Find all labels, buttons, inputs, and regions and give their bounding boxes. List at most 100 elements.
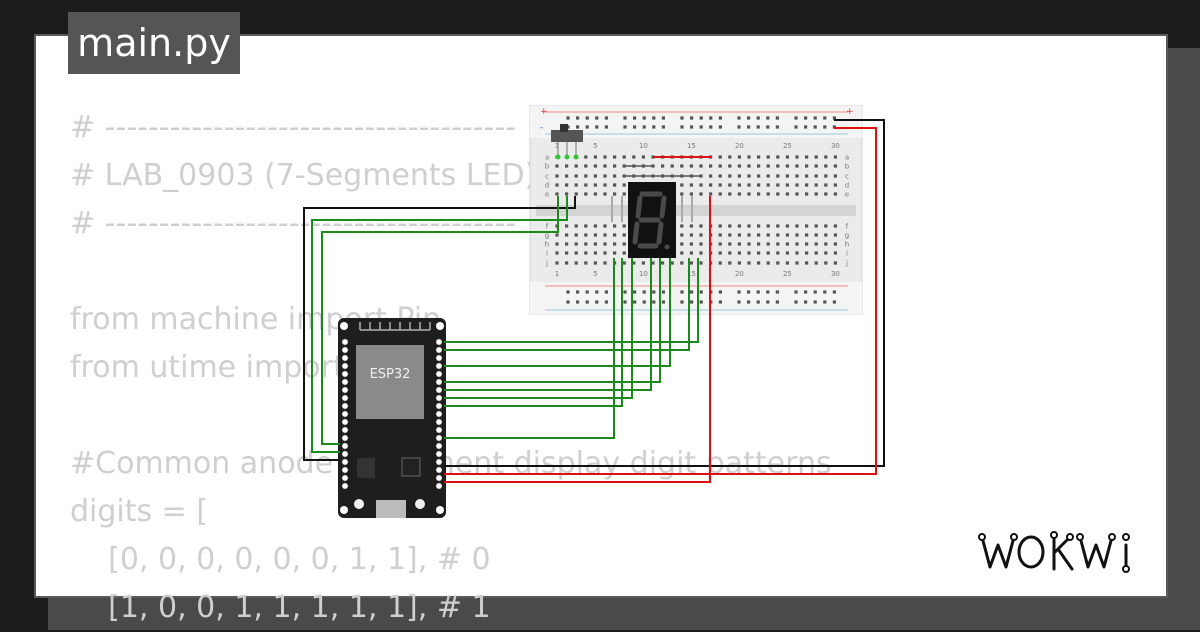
wire-green-seg-2[interactable] bbox=[444, 258, 690, 351]
gpio-pin[interactable] bbox=[435, 426, 443, 434]
esp32-board[interactable]: ESP32 bbox=[338, 318, 446, 518]
code-line: # -------------------------------------- bbox=[70, 206, 517, 241]
gpio-pin[interactable] bbox=[341, 474, 349, 482]
gpio-pin[interactable] bbox=[435, 474, 443, 482]
breadboard-holes bbox=[555, 116, 837, 304]
gpio-pin[interactable] bbox=[435, 402, 443, 410]
column-number: 30 bbox=[831, 270, 840, 278]
mount-hole bbox=[436, 506, 444, 514]
gpio-pin[interactable] bbox=[435, 418, 443, 426]
column-number: 20 bbox=[735, 142, 744, 150]
row-letter: a bbox=[545, 154, 549, 162]
breadboard-center-channel bbox=[536, 205, 856, 216]
column-number: 1 bbox=[555, 270, 559, 278]
column-number: 25 bbox=[783, 270, 792, 278]
code-line: # LAB_0903 (7-Segments LED) bbox=[70, 158, 537, 193]
antenna-trace bbox=[359, 322, 431, 331]
gpio-pin[interactable] bbox=[435, 450, 443, 458]
gpio-pin[interactable] bbox=[341, 458, 349, 466]
gpio-pin[interactable] bbox=[341, 386, 349, 394]
gpio-pin[interactable] bbox=[435, 338, 443, 346]
column-number: 15 bbox=[687, 270, 696, 278]
gpio-pin[interactable] bbox=[341, 378, 349, 386]
gpio-pin[interactable] bbox=[435, 362, 443, 370]
wire-black-gnd[interactable] bbox=[303, 196, 576, 461]
wire-green-seg-6[interactable] bbox=[444, 258, 633, 399]
row-letter: a bbox=[845, 154, 849, 162]
gpio-pin[interactable] bbox=[435, 434, 443, 442]
row-letter: b bbox=[845, 163, 850, 171]
gpio-pin[interactable] bbox=[341, 418, 349, 426]
wire-green-switch-b[interactable] bbox=[321, 196, 559, 445]
row-letter: h bbox=[545, 241, 549, 249]
wire-black-rail[interactable] bbox=[444, 119, 885, 467]
gpio-pin[interactable] bbox=[435, 346, 443, 354]
wire-green-seg-5[interactable] bbox=[444, 258, 652, 391]
code-line: # -------------------------------------- bbox=[70, 110, 517, 145]
gpio-pin[interactable] bbox=[341, 346, 349, 354]
gpio-pin[interactable] bbox=[435, 394, 443, 402]
gpio-pin[interactable] bbox=[435, 482, 443, 490]
code-line: [1, 0, 0, 1, 1, 1, 1, 1], # 1 bbox=[70, 590, 491, 625]
mount-hole bbox=[436, 322, 444, 330]
gpio-pin[interactable] bbox=[341, 434, 349, 442]
gpio-pin[interactable] bbox=[435, 354, 443, 362]
switch-lever[interactable] bbox=[560, 124, 568, 132]
gpio-pin[interactable] bbox=[341, 466, 349, 474]
mount-hole bbox=[340, 506, 348, 514]
column-number: 20 bbox=[735, 270, 744, 278]
row-letter: b bbox=[545, 163, 550, 171]
wire-green-seg-8[interactable] bbox=[444, 258, 615, 439]
gpio-pin[interactable] bbox=[341, 410, 349, 418]
wires bbox=[303, 119, 885, 483]
gpio-pin[interactable] bbox=[435, 370, 443, 378]
column-number: 5 bbox=[593, 142, 597, 150]
wire-red-common[interactable] bbox=[444, 196, 711, 483]
gpio-pin[interactable] bbox=[341, 426, 349, 434]
column-number: 30 bbox=[831, 142, 840, 150]
rail-minus-label: - bbox=[540, 123, 543, 133]
column-number: 1 bbox=[555, 142, 559, 150]
slide-switch[interactable] bbox=[551, 124, 583, 160]
column-number: 10 bbox=[639, 142, 648, 150]
code-background: # --------------------------------------… bbox=[70, 104, 832, 632]
gpio-pin[interactable] bbox=[341, 450, 349, 458]
gpio-pin[interactable] bbox=[341, 442, 349, 450]
gpio-pin[interactable] bbox=[435, 466, 443, 474]
gpio-pin[interactable] bbox=[435, 410, 443, 418]
wire-red-vcc[interactable] bbox=[444, 127, 877, 475]
gpio-pin[interactable] bbox=[341, 370, 349, 378]
gpio-pin[interactable] bbox=[341, 362, 349, 370]
row-letter: c bbox=[545, 173, 549, 181]
reset-button[interactable] bbox=[354, 499, 364, 509]
gpio-pin[interactable] bbox=[341, 338, 349, 346]
gpio-pin[interactable] bbox=[341, 354, 349, 362]
gpio-pin[interactable] bbox=[435, 442, 443, 450]
code-line: [0, 0, 0, 0, 0, 0, 1, 1], # 0 bbox=[70, 542, 491, 577]
wire-green-switch-a[interactable] bbox=[311, 196, 568, 453]
esp32-chip bbox=[356, 345, 424, 419]
wire-green-seg-7[interactable] bbox=[444, 258, 623, 407]
row-letter: e bbox=[845, 191, 849, 199]
row-letter: j bbox=[845, 260, 848, 268]
row-letter: j bbox=[545, 260, 548, 268]
wire-green-seg-4[interactable] bbox=[444, 258, 661, 383]
gpio-pin[interactable] bbox=[341, 394, 349, 402]
segment-group bbox=[632, 191, 667, 249]
boot-button[interactable] bbox=[415, 499, 425, 509]
gpio-pin[interactable] bbox=[341, 402, 349, 410]
seven-segment-display[interactable] bbox=[611, 182, 693, 258]
gpio-pin[interactable] bbox=[341, 482, 349, 490]
gpio-pin[interactable] bbox=[435, 378, 443, 386]
wire-green-seg-3[interactable] bbox=[444, 258, 671, 367]
usb-port bbox=[376, 500, 406, 518]
row-letter: d bbox=[545, 182, 549, 190]
gpio-pin[interactable] bbox=[435, 386, 443, 394]
gpio-pin[interactable] bbox=[435, 458, 443, 466]
mount-hole bbox=[340, 322, 348, 330]
row-letter: d bbox=[845, 182, 849, 190]
wire-green-seg-1[interactable] bbox=[444, 258, 699, 343]
